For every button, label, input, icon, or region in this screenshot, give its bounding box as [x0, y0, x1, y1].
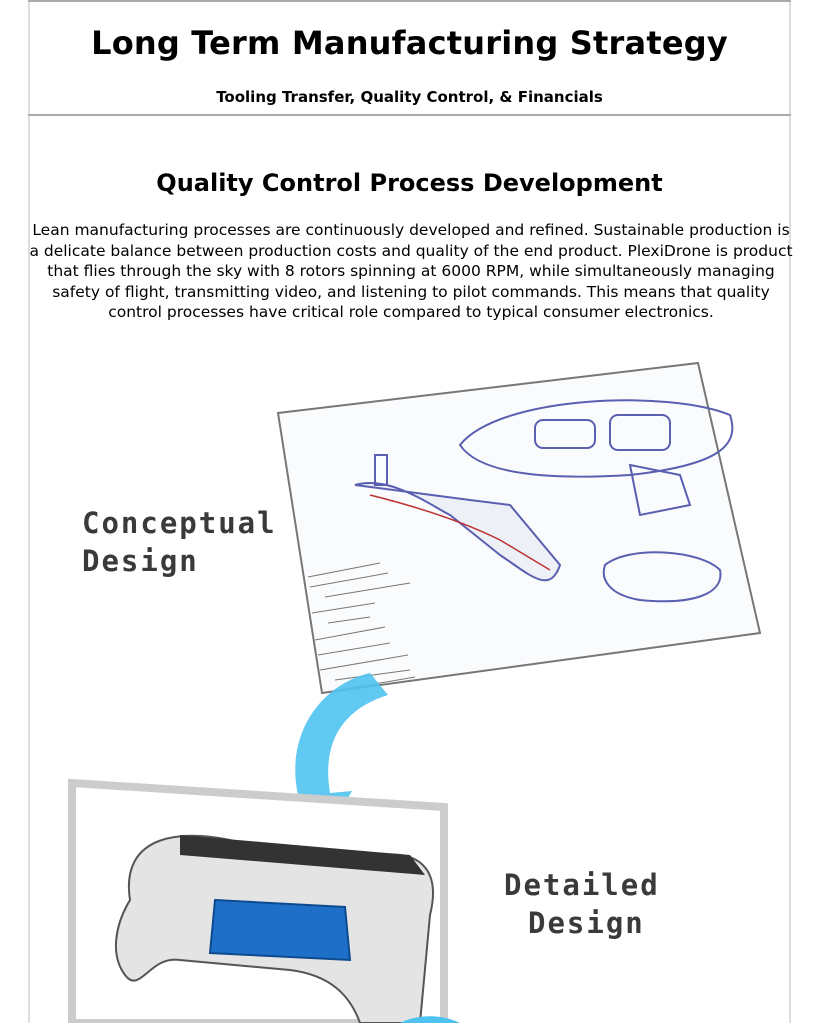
- next-arrow-icon: [400, 1016, 460, 1023]
- conceptual-design-label-line2: Design: [82, 544, 199, 578]
- detailed-design-label-line2: Design: [528, 906, 645, 940]
- page-frame: [28, 0, 791, 1023]
- page-subtitle: Tooling Transfer, Quality Control, & Fin…: [216, 88, 603, 106]
- section-paragraph: Lean manufacturing processes are continu…: [29, 221, 793, 321]
- design-process-figure: Conceptual Design Detailed Design: [30, 355, 791, 1027]
- conceptual-design-label-line1: Conceptual: [82, 506, 277, 540]
- controller-cad-model: [114, 834, 434, 1024]
- section-heading: Quality Control Process Development: [156, 169, 663, 197]
- design-process-illustration: Conceptual Design Detailed Design: [68, 361, 762, 1027]
- header-divider: [28, 114, 791, 116]
- sketch-paper: [276, 361, 762, 695]
- page-title: Long Term Manufacturing Strategy: [91, 24, 728, 62]
- top-border: [28, 0, 791, 2]
- detailed-design-label-line1: Detailed: [504, 868, 660, 902]
